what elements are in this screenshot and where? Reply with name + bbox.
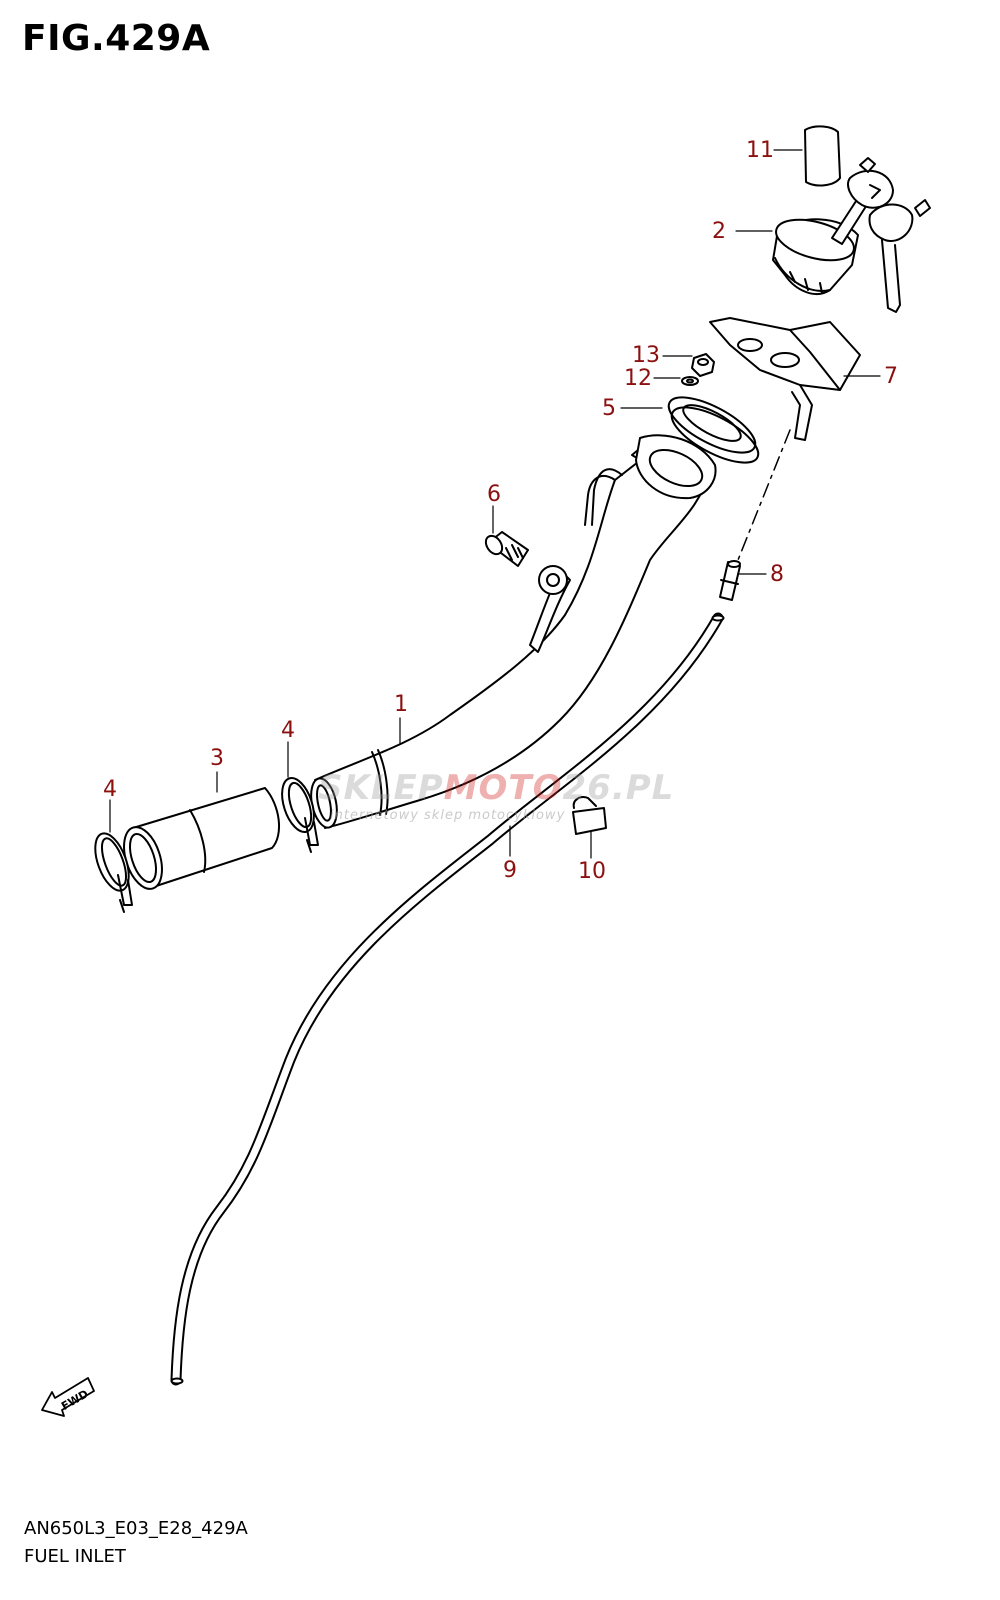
model-code: AN650L3_E03_E28_429A (24, 1518, 248, 1539)
callout-9: 9 (503, 858, 517, 883)
callout-8: 8 (770, 562, 784, 587)
bolt (484, 531, 529, 567)
nut (691, 353, 715, 377)
forward-direction-arrow: FWD (41, 1377, 95, 1417)
connecting-hose (123, 787, 280, 890)
hose-clamp-right (281, 777, 319, 853)
callout-11: 11 (746, 138, 774, 163)
callout-7: 7 (884, 364, 898, 389)
callout-4-left: 4 (103, 777, 117, 802)
watermark-tagline: internetowy sklep motocyklowy (330, 808, 566, 823)
fuel-cap-bracket (709, 317, 861, 441)
figure-name: FUEL INLET (24, 1546, 126, 1567)
ignition-keys (831, 157, 931, 313)
gasket (667, 396, 760, 464)
callout-12: 12 (624, 366, 652, 391)
callout-1: 1 (394, 692, 408, 717)
watermark-part2: MOTO (443, 768, 563, 808)
hose-joint (719, 560, 741, 601)
callout-3: 3 (210, 746, 224, 771)
callout-2: 2 (712, 219, 726, 244)
watermark-part3: 26.PL (562, 768, 675, 808)
figure-title: FIG.429A (22, 18, 211, 59)
callout-5: 5 (602, 396, 616, 421)
callout-4-right: 4 (281, 718, 295, 743)
breather-hose (170, 612, 725, 1386)
washer (681, 376, 699, 386)
assembly-guide-lines (737, 429, 791, 561)
callout-13: 13 (632, 343, 660, 368)
hose-clip (572, 796, 607, 835)
filler-neck-pipe (310, 434, 717, 829)
hose-clamp-left (94, 832, 133, 913)
callout-leader-lines (109, 149, 881, 859)
callout-6: 6 (487, 482, 501, 507)
watermark-logo: SKLEPMOTO26.PL (318, 768, 674, 808)
cover-piece (804, 125, 841, 187)
callout-10: 10 (578, 859, 606, 884)
watermark-part1: SKLEP (318, 768, 444, 808)
